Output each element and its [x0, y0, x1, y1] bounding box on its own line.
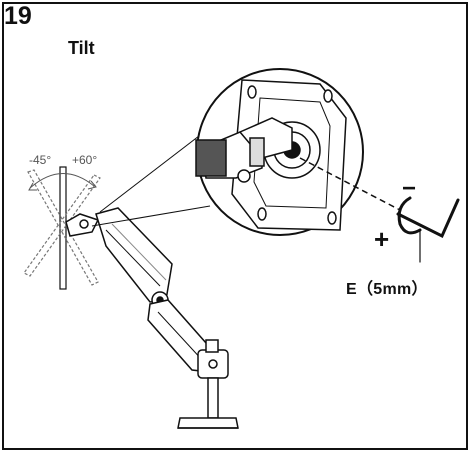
hex-key-icon: [396, 196, 460, 263]
loosen-plus-icon: +: [374, 224, 389, 254]
monitor-arm: [65, 207, 239, 429]
tighten-minus-icon: −: [402, 175, 416, 202]
zoom-leader-line: [99, 125, 213, 213]
step-number: 19: [4, 2, 32, 30]
zoom-leader-line-2: [91, 205, 211, 227]
zoom-detail-circle: [195, 68, 401, 236]
monitor-side-view: [23, 166, 101, 290]
tilt-back-angle: -45°: [29, 153, 51, 167]
tool-label: E（5mm）: [346, 281, 428, 298]
tilt-forward-angle: +60°: [72, 153, 97, 167]
step-frame: [2, 2, 468, 450]
step-title: Tilt: [68, 38, 95, 58]
